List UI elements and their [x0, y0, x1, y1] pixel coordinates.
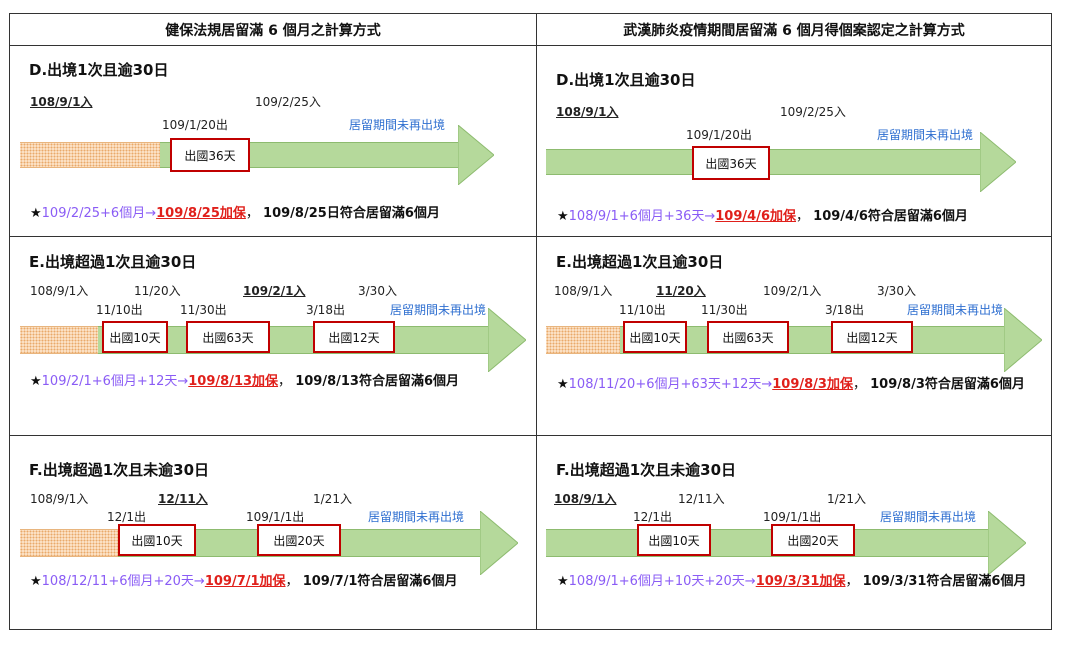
timeline-label: 11/30出 — [701, 303, 748, 317]
timeline-label: 3/18出 — [825, 303, 864, 317]
case-title: F.出境超過1次且未逾30日 — [556, 461, 737, 479]
abroad-days-box: 出國63天 — [186, 321, 270, 353]
timeline-label: 12/1出 — [107, 510, 146, 524]
timeline-arrow — [546, 308, 1042, 372]
cell-case-d-right: D.出境1次且逾30日 108/9/1入 109/2/25入 109/1/20出… — [536, 45, 1052, 237]
timeline-label: 108/9/1入 — [556, 105, 619, 119]
abroad-days-box: 出國20天 — [257, 524, 341, 556]
timeline-label: 3/30入 — [877, 284, 916, 298]
timeline-label: 109/2/1入 — [763, 284, 822, 298]
timeline-label: 1/21入 — [313, 492, 352, 506]
timeline-label: 109/1/20出 — [162, 118, 228, 132]
arrow-head-icon — [488, 308, 526, 372]
cell-case-d-left: D.出境1次且逾30日 108/9/1入 109/2/25入 109/1/20出… — [9, 45, 537, 237]
calculation-note: ★108/11/20+6個月+63天+12天→109/8/3加保， 109/8/… — [557, 377, 1025, 392]
timeline-label: 3/30入 — [358, 284, 397, 298]
abroad-days-box: 出國10天 — [102, 321, 168, 353]
abroad-days-box: 出國63天 — [707, 321, 789, 353]
abroad-days-box: 出國36天 — [692, 146, 770, 180]
abroad-days-box: 出國10天 — [637, 524, 711, 556]
cell-case-e-left: E.出境超過1次且逾30日 108/9/1入 11/20入 109/2/1入 3… — [9, 236, 537, 436]
timeline-label: 12/11入 — [158, 492, 208, 506]
case-title: E.出境超過1次且逾30日 — [29, 253, 197, 271]
timeline-label: 12/1出 — [633, 510, 672, 524]
calculation-note: ★108/12/11+6個月+20天→109/7/1加保， 109/7/1符合居… — [30, 574, 458, 589]
arrow-head-icon — [988, 511, 1026, 575]
timeline-label: 108/9/1入 — [30, 284, 89, 298]
timeline-label: 109/1/1出 — [763, 510, 822, 524]
abroad-days-box: 出國36天 — [170, 138, 250, 172]
case-title: D.出境1次且逾30日 — [29, 61, 169, 79]
timeline-label: 108/9/1入 — [554, 492, 617, 506]
abroad-days-box: 出國12天 — [313, 321, 395, 353]
timeline-label: 109/1/20出 — [686, 128, 752, 142]
timeline-arrow — [546, 132, 1016, 192]
timeline-label: 11/30出 — [180, 303, 227, 317]
timeline-label: 109/2/25入 — [255, 95, 321, 109]
timeline-label: 11/10出 — [619, 303, 666, 317]
abroad-days-box: 出國10天 — [623, 321, 687, 353]
calculation-note: ★109/2/1+6個月+12天→109/8/13加保， 109/8/13符合居… — [30, 374, 460, 389]
arrow-head-icon — [480, 511, 518, 575]
abroad-days-box: 出國12天 — [831, 321, 913, 353]
case-title: F.出境超過1次且未逾30日 — [29, 461, 210, 479]
header-health-insurance-rule: 健保法規居留滿 6 個月之計算方式 — [9, 13, 537, 46]
arrow-head-icon — [458, 125, 494, 185]
timeline-label: 1/21入 — [827, 492, 866, 506]
cell-case-f-right: F.出境超過1次且未逾30日 108/9/1入 12/11入 1/21入 12/… — [536, 435, 1052, 630]
timeline-label: 12/11入 — [678, 492, 725, 506]
timeline-label: 108/9/1入 — [554, 284, 613, 298]
timeline-label: 11/10出 — [96, 303, 143, 317]
abroad-days-box: 出國10天 — [118, 524, 196, 556]
cell-case-e-right: E.出境超過1次且逾30日 108/9/1入 11/20入 109/2/1入 3… — [536, 236, 1052, 436]
abroad-days-box: 出國20天 — [771, 524, 855, 556]
arrow-label: 居留期間未再出境 — [880, 510, 977, 524]
timeline-label: 109/2/1入 — [243, 284, 306, 298]
timeline-label: 108/9/1入 — [30, 492, 89, 506]
arrow-head-icon — [1004, 308, 1042, 372]
timeline-label: 3/18出 — [306, 303, 345, 317]
cell-case-f-left: F.出境超過1次且未逾30日 108/9/1入 12/11入 1/21入 12/… — [9, 435, 537, 630]
timeline-arrow — [20, 125, 494, 185]
timeline-label: 11/20入 — [134, 284, 181, 298]
calculation-note: ★108/9/1+6個月+10天+20天→109/3/31加保， 109/3/3… — [557, 574, 1027, 589]
arrow-label: 居留期間未再出境 — [368, 510, 465, 524]
timeline-arrow — [546, 511, 1026, 575]
calculation-note: ★109/2/25+6個月→109/8/25加保， 109/8/25日符合居留滿… — [30, 206, 440, 221]
timeline-label: 108/9/1入 — [30, 95, 93, 109]
arrow-label: 居留期間未再出境 — [390, 303, 487, 317]
arrow-head-icon — [980, 132, 1016, 192]
case-title: E.出境超過1次且逾30日 — [556, 253, 724, 271]
arrow-label: 居留期間未再出境 — [349, 118, 446, 132]
timeline-label: 109/1/1出 — [246, 510, 305, 524]
timeline-arrow — [20, 308, 526, 372]
arrow-label: 居留期間未再出境 — [877, 128, 974, 142]
header-pandemic-rule: 武漢肺炎疫情期間居留滿 6 個月得個案認定之計算方式 — [536, 13, 1052, 46]
timeline-label: 11/20入 — [656, 284, 706, 298]
arrow-label: 居留期間未再出境 — [907, 303, 1004, 317]
case-title: D.出境1次且逾30日 — [556, 71, 696, 89]
calculation-note: ★108/9/1+6個月+36天→109/4/6加保， 109/4/6符合居留滿… — [557, 209, 968, 224]
timeline-label: 109/2/25入 — [780, 105, 846, 119]
comparison-table: 健保法規居留滿 6 個月之計算方式 武漢肺炎疫情期間居留滿 6 個月得個案認定之… — [9, 13, 1052, 630]
